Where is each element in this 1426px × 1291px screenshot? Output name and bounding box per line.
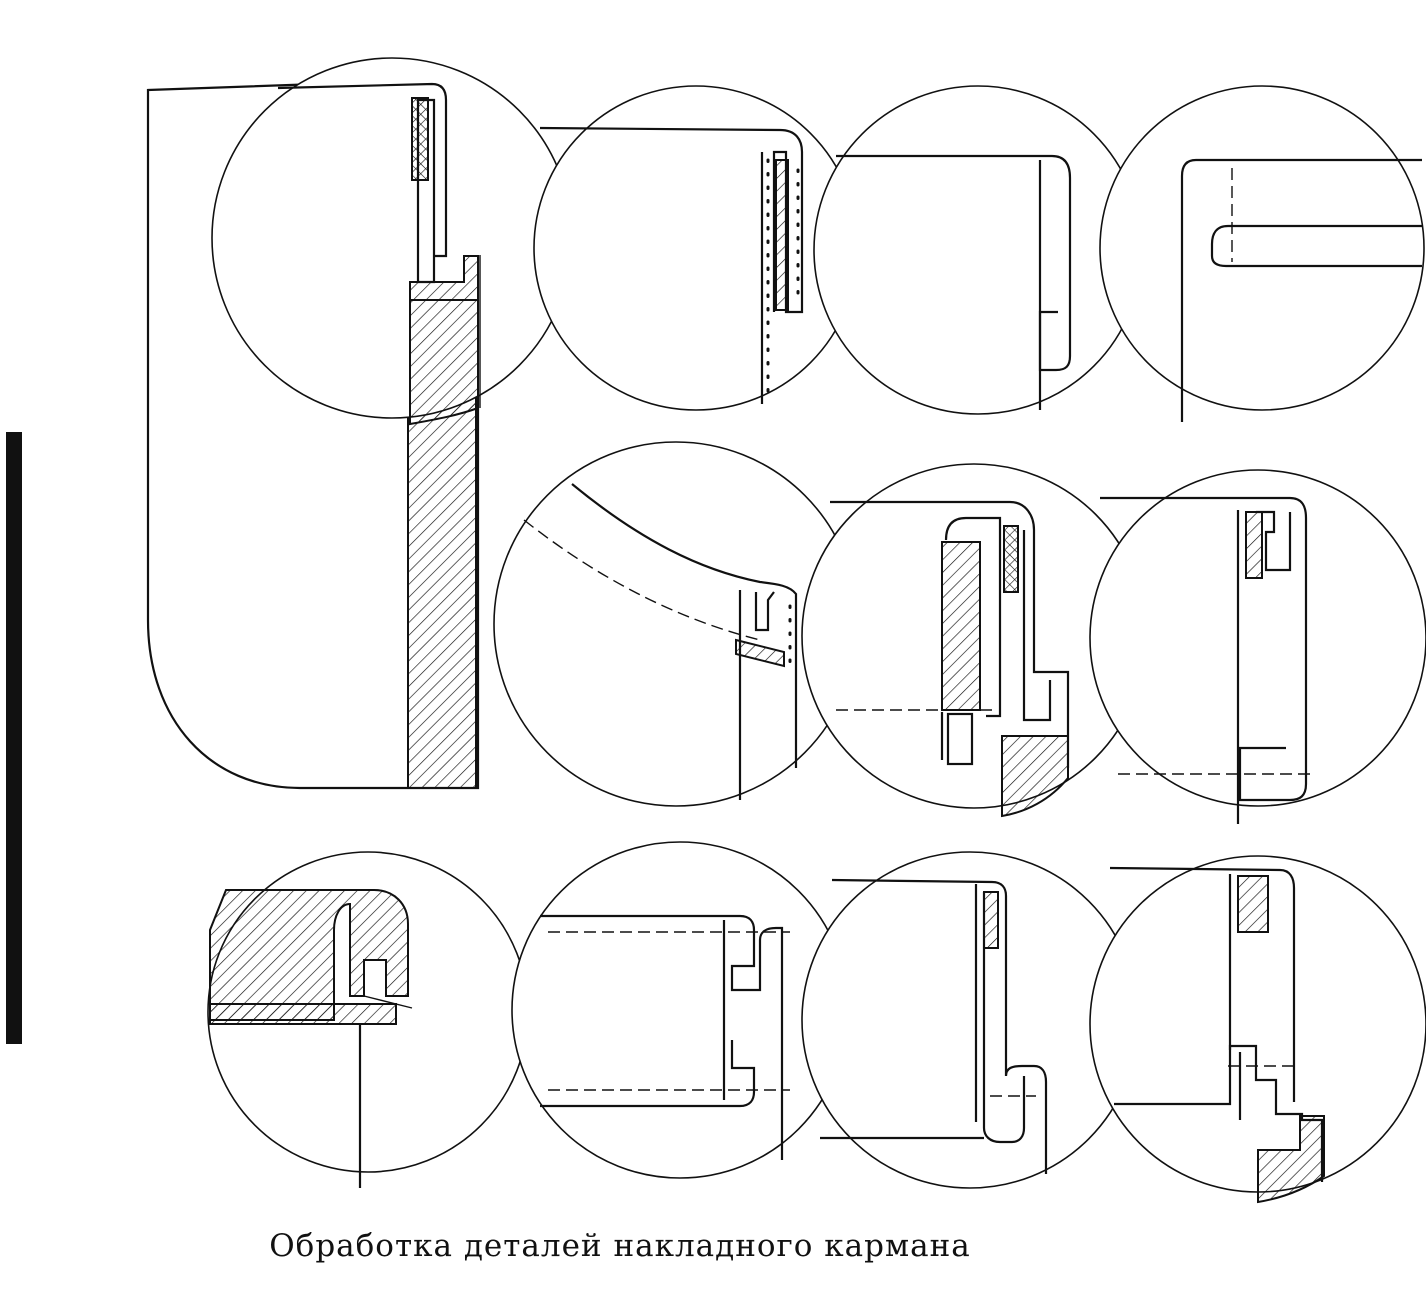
detail-1 [211, 57, 573, 426]
detail-8 [207, 851, 529, 1188]
figure-caption: Обработка деталей накладного кармана [269, 1228, 971, 1264]
detail-9 [511, 841, 849, 1179]
detail-2 [533, 85, 859, 411]
detail-10 [801, 851, 1139, 1189]
binding-bar [6, 432, 22, 1044]
detail-6 [801, 463, 1147, 818]
detail-11 [1089, 855, 1426, 1204]
detail-4 [1099, 85, 1425, 422]
detail-3 [813, 85, 1143, 415]
detail-7 [1089, 469, 1426, 824]
